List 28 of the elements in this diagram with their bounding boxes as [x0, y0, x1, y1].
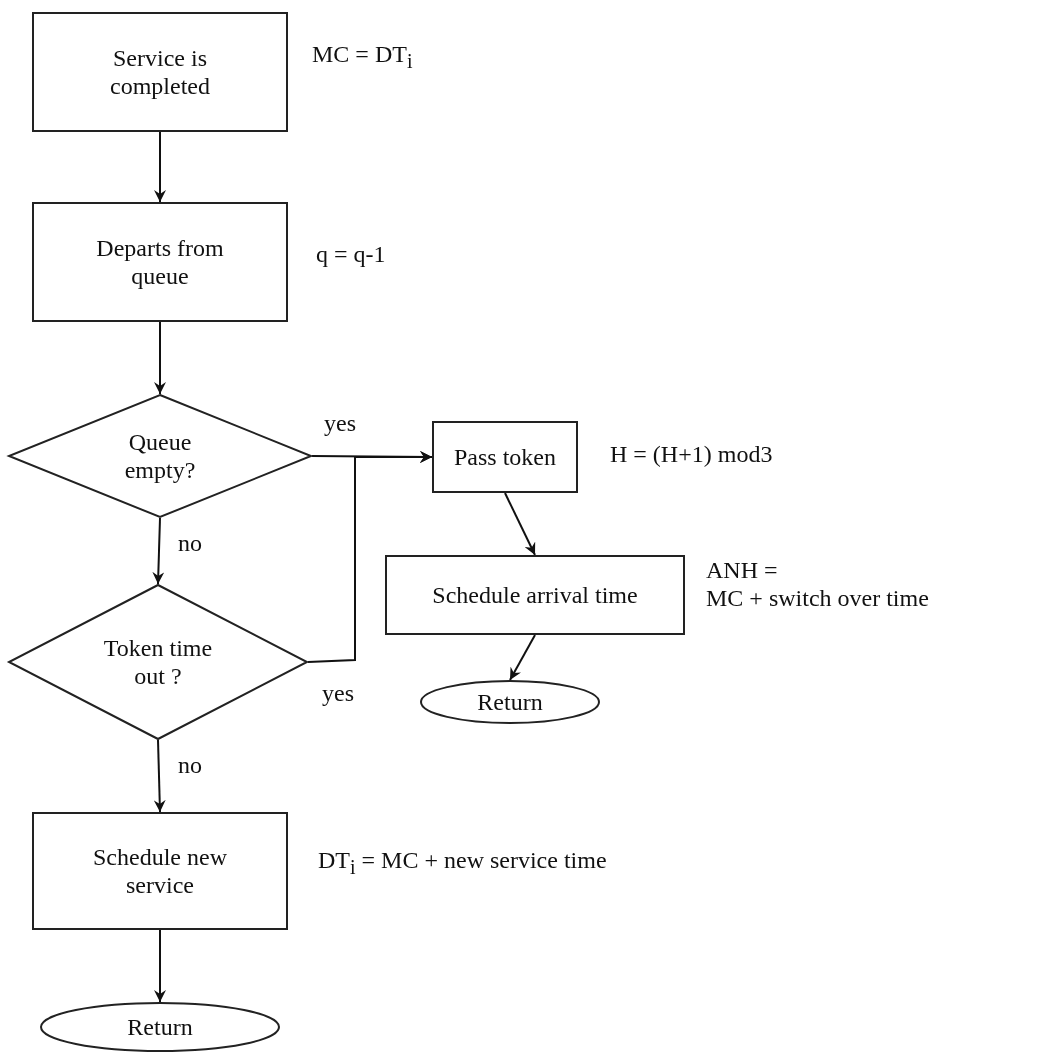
- decision-text: Queue empty?: [123, 428, 197, 484]
- formula-text: H = (H+1) mod3: [610, 440, 773, 468]
- arrow: [152, 517, 165, 585]
- process-box: [32, 12, 288, 132]
- formula-text: ANH =: [706, 556, 778, 584]
- process-text: Schedule new service: [92, 843, 228, 899]
- formula-text: MC = DT$_{i}$: [312, 40, 413, 74]
- process-text: Pass token: [454, 443, 556, 471]
- arrow: [153, 739, 166, 813]
- arrow: [154, 131, 166, 203]
- process-text: Departs from queue: [95, 234, 225, 290]
- terminal-text: Return: [477, 688, 543, 716]
- process-box: [32, 202, 288, 322]
- arrow: [504, 492, 536, 556]
- process-text: Service is completed: [109, 44, 211, 100]
- arrow: [307, 451, 433, 663]
- formula-text: DT$_{i}$ = MC + new service time: [318, 846, 607, 880]
- decision-text: Token time out ?: [103, 634, 213, 690]
- process-box: [32, 812, 288, 930]
- process-box: [385, 555, 685, 635]
- terminal-text: Return: [127, 1013, 193, 1041]
- formula-text: q = q-1: [316, 240, 386, 268]
- process-text: Schedule arrival time: [432, 581, 638, 609]
- arrow: [509, 634, 536, 681]
- arrow: [154, 321, 166, 395]
- process-box: [432, 421, 578, 493]
- arrow: [154, 929, 166, 1003]
- formula-text: MC + switch over time: [706, 584, 929, 612]
